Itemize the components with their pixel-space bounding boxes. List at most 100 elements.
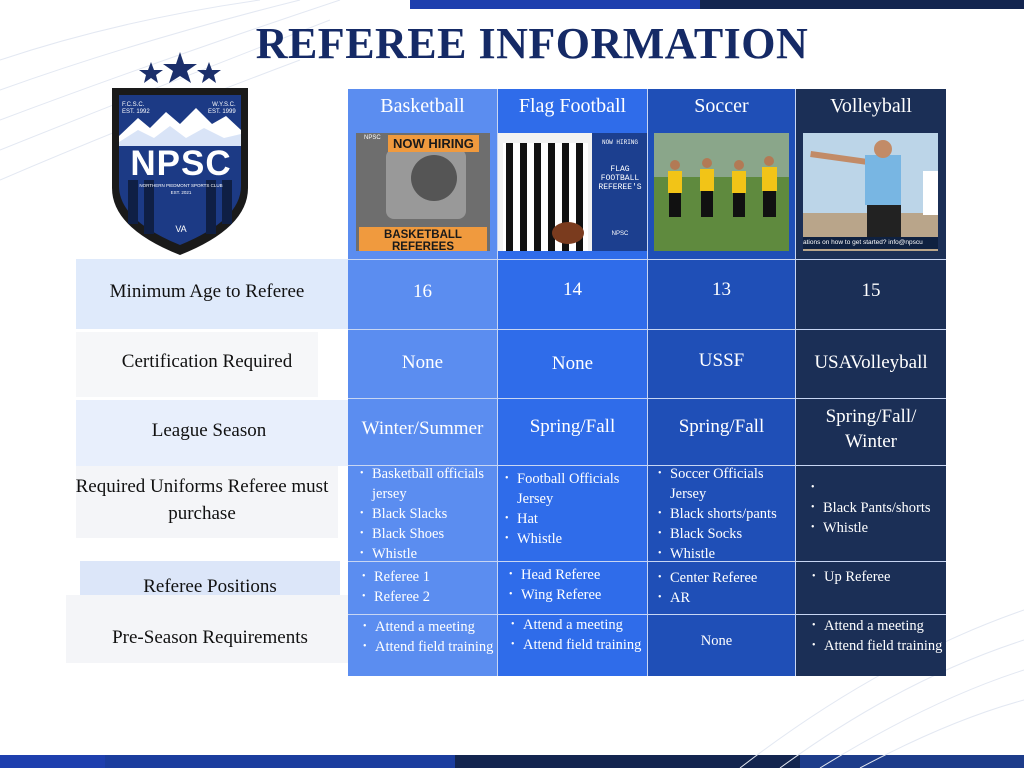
header-flag-football: Flag Football: [498, 89, 647, 259]
list-item: Whistle: [505, 529, 643, 549]
flag-football-hiring-image: NOW HIRING FLAG FOOTBALL REFEREE'S NPSC: [498, 133, 647, 251]
logo-right-est: EST. 1999: [208, 109, 236, 115]
list-item: Attend a meeting: [363, 617, 495, 637]
list-item: Head Referee: [509, 565, 644, 585]
min-age-basketball: 16: [413, 281, 432, 302]
list-item: Center Referee: [658, 568, 793, 588]
football-image-badge: NPSC: [611, 231, 629, 237]
logo-left-text: F.C.S.C.: [122, 102, 145, 108]
basketball-hiring-image: NPSC NOW HIRING BASKETBALL REFEREES: [356, 133, 490, 251]
cert-flag-football: None: [551, 353, 594, 374]
logo-state: VA: [175, 224, 187, 234]
list-item: Whistle: [360, 544, 495, 564]
row-label-preseason: Pre-Season Requirements: [112, 626, 308, 648]
top-accent-bar: [0, 0, 1024, 9]
soccer-referees-image: [654, 133, 789, 251]
season-flag-football: Spring/Fall: [529, 416, 616, 437]
header-soccer: Soccer: [648, 89, 795, 259]
referee-shirt-graphic: [503, 143, 588, 251]
season-soccer: Spring/Fall: [678, 416, 765, 437]
basketball-image-badge: NPSC: [364, 135, 381, 141]
header-volleyball: Volleyball: [796, 89, 946, 259]
row-label-bg-min-age: [76, 259, 348, 329]
row-label-min-age: Minimum Age to Referee: [109, 281, 305, 302]
positions-volleyball-list: Up Referee: [812, 567, 944, 587]
uniforms-basketball-list: Basketball officials jersey Black Slacks…: [360, 464, 495, 564]
list-item: Soccer Officials Jersey: [658, 464, 793, 504]
logo-full-name: NORTHERN PIEDMONT SPORTS CLUB: [139, 183, 223, 188]
min-age-soccer: 13: [712, 279, 731, 300]
logo-right-text: W.Y.S.C.: [212, 102, 236, 108]
list-item: Referee 2: [362, 587, 495, 607]
positions-soccer-list: Center Referee AR: [658, 568, 793, 608]
football-referees-text: FLAG FOOTBALL REFEREE'S: [598, 165, 642, 192]
min-age-flag-football: 14: [563, 279, 582, 300]
bottom-accent-bar: [0, 755, 1024, 768]
list-item: Attend field training: [363, 637, 495, 657]
list-item: Up Referee: [812, 567, 944, 587]
volleyball-referee-image: ations on how to get started? info@npscu: [803, 133, 938, 251]
uniforms-flag-football-list: Football Officials Jersey Hat Whistle: [505, 469, 643, 549]
list-item: AR: [658, 588, 793, 608]
logo-est: EST. 2021: [170, 190, 192, 195]
season-basketball: Winter/Summer: [361, 418, 484, 439]
cert-basketball: None: [401, 352, 444, 373]
list-item: Attend field training: [812, 636, 944, 656]
preseason-flag-football-list: Attend a meeting Attend field training: [511, 615, 645, 655]
positions-basketball-list: Referee 1 Referee 2: [362, 567, 495, 607]
sport-name: Soccer: [694, 95, 749, 117]
cert-soccer: USSF: [698, 350, 745, 371]
list-item: [811, 478, 944, 498]
uniforms-soccer-list: Soccer Officials Jersey Black shorts/pan…: [658, 464, 793, 564]
row-label-uniforms: Required Uniforms Referee must purchase: [75, 476, 329, 524]
row-label-certification: Certification Required: [121, 350, 293, 372]
list-item: Basketball officials jersey: [360, 464, 495, 504]
row-label-bg-season: [76, 400, 348, 466]
row-label-bg-preseason: [66, 595, 348, 663]
sport-name: Basketball: [380, 95, 465, 117]
logo-graphic: [112, 52, 248, 255]
row-label-bg-certification: [76, 332, 318, 397]
list-item: Black Pants/shorts: [811, 498, 944, 518]
preseason-volleyball-list: Attend a meeting Attend field training: [812, 616, 944, 656]
column-divider: [497, 89, 498, 676]
cert-volleyball: USAVolleyball: [814, 352, 928, 373]
sport-name: Flag Football: [518, 95, 627, 117]
list-item: Attend a meeting: [511, 615, 645, 635]
logo-left-est: EST. 1992: [122, 109, 150, 115]
volleyball-referee-graphic: [810, 140, 938, 237]
page-title: REFEREE INFORMATION: [255, 19, 809, 68]
list-item: Hat: [505, 509, 643, 529]
column-divider: [647, 89, 648, 676]
list-item: Whistle: [658, 544, 793, 564]
list-item: Black Socks: [658, 524, 793, 544]
preseason-basketball-list: Attend a meeting Attend field training: [363, 617, 495, 657]
list-item: Whistle: [811, 518, 944, 538]
preseason-soccer: None: [700, 632, 733, 649]
column-divider: [795, 89, 796, 676]
positions-flag-football-list: Head Referee Wing Referee: [509, 565, 644, 605]
list-item: Wing Referee: [509, 585, 644, 605]
season-volleyball: Spring/Fall/ Winter: [825, 406, 917, 452]
uniforms-volleyball-list: Black Pants/shorts Whistle: [811, 478, 944, 538]
min-age-volleyball: 15: [861, 280, 881, 301]
list-item: Attend a meeting: [812, 616, 944, 636]
sport-name: Volleyball: [830, 95, 912, 117]
row-label-positions: Referee Positions: [143, 575, 277, 597]
basketball-referees-banner: BASKETBALL REFEREES: [359, 227, 487, 251]
list-item: Black shorts/pants: [658, 504, 793, 524]
logo-abbr: NPSC: [130, 144, 232, 183]
football-now-hiring: NOW HIRING: [601, 139, 638, 146]
npsc-logo: F.C.S.C. EST. 1992 W.Y.S.C. EST. 1999 NP…: [108, 50, 254, 258]
row-label-bg-uniforms: [76, 466, 338, 538]
list-item: Football Officials Jersey: [505, 469, 643, 509]
list-item: Attend field training: [511, 635, 645, 655]
soccer-players-graphic: [668, 156, 777, 217]
volleyball-image-caption: ations on how to get started? info@npscu: [803, 237, 938, 249]
list-item: Black Slacks: [360, 504, 495, 524]
header-basketball: Basketball: [348, 89, 497, 259]
list-item: Black Shoes: [360, 524, 495, 544]
row-label-season: League Season: [151, 419, 267, 441]
list-item: Referee 1: [362, 567, 495, 587]
